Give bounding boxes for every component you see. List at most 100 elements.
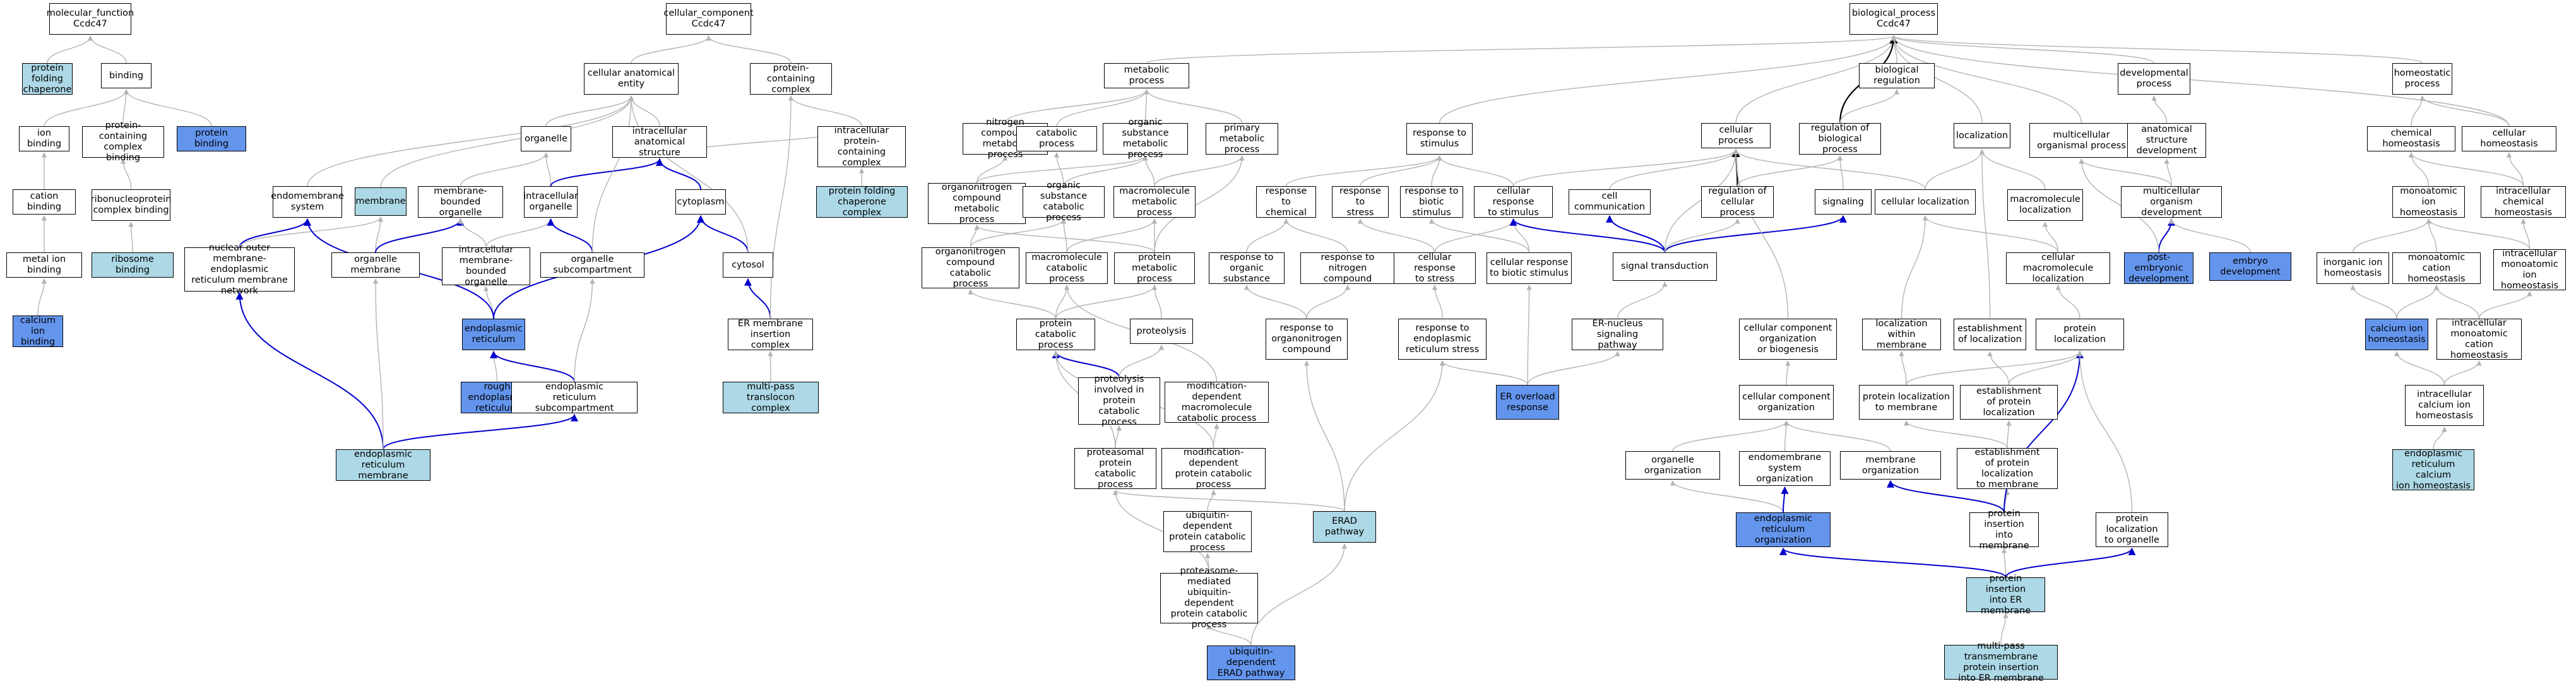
- go-term-node-ermic[interactable]: ER membrane insertion complex: [728, 319, 813, 350]
- go-term-node-estloc[interactable]: establishment of localization: [1954, 319, 2026, 350]
- go-term-node-mbo[interactable]: membrane-bounded organelle: [418, 186, 503, 218]
- go-term-node-oncmp[interactable]: organonitrogen compound metabolic proces…: [928, 182, 1026, 225]
- go-term-node-crts[interactable]: cellular response to stimulus: [1474, 186, 1553, 218]
- go-term-node-onccp[interactable]: organonitrogen compound catabolic proces…: [922, 247, 1019, 289]
- go-term-node-iionh[interactable]: intracellular monoatomic ion homeostasis: [2493, 249, 2566, 291]
- go-term-node-localization[interactable]: localization: [1954, 123, 2010, 148]
- go-term-node-rnpbind[interactable]: ribonucleoprotein complex binding: [91, 189, 171, 221]
- go-term-node-mdpcp[interactable]: modification-dependent protein catabolic…: [1161, 447, 1266, 490]
- go-term-node-protbind[interactable]: protein binding: [177, 126, 246, 151]
- go-term-node-er[interactable]: endoplasmic reticulum: [462, 319, 525, 350]
- go-term-node-endoorg[interactable]: endomembrane system organization: [1739, 451, 1831, 486]
- go-term-node-ionbind[interactable]: ion binding: [19, 126, 69, 151]
- go-term-node-mcp[interactable]: macromolecule catabolic process: [1026, 252, 1108, 284]
- go-term-node-cahomeo[interactable]: calcium ion homeostasis: [2365, 319, 2428, 350]
- go-term-node-protloc[interactable]: protein localization: [2036, 319, 2124, 350]
- go-term-node-catbind[interactable]: cation binding: [13, 189, 76, 215]
- go-term-node-crtstress[interactable]: cellular response to stress: [1394, 252, 1476, 284]
- go-term-node-pierm[interactable]: protein insertion into ER membrane: [1966, 574, 2045, 616]
- go-term-node-cellcomm[interactable]: cell communication: [1569, 189, 1651, 215]
- go-term-node-cae[interactable]: cellular anatomical entity: [584, 63, 679, 95]
- go-term-node-proteasomal[interactable]: proteasomal protein catabolic process: [1074, 447, 1156, 490]
- go-term-node-metbind[interactable]: metal ion binding: [6, 252, 82, 278]
- go-term-node-catab[interactable]: catabolic process: [1016, 126, 1097, 151]
- go-term-node-bioreg[interactable]: biological regulation: [1859, 63, 1935, 88]
- go-term-node-ersub[interactable]: endoplasmic reticulum subcompartment: [511, 382, 638, 413]
- go-term-node-rtonc[interactable]: response to organonitrogen compound: [1266, 319, 1348, 360]
- go-term-node-mptm[interactable]: multi-pass transmembrane protein inserti…: [1944, 641, 2058, 683]
- go-term-node-intraorg[interactable]: intracellular organelle: [523, 186, 578, 218]
- go-term-node-organelle[interactable]: organelle: [521, 126, 571, 151]
- go-term-node-pim[interactable]: protein insertion into membrane: [1969, 509, 2039, 551]
- go-term-node-rters[interactable]: response to endoplasmic reticulum stress: [1398, 319, 1487, 360]
- go-term-node-rts[interactable]: response to stimulus: [1406, 123, 1473, 155]
- go-term-node-embryo[interactable]: embryo development: [2209, 252, 2291, 281]
- go-term-node-cellhomeo[interactable]: cellular homeostasis: [2462, 126, 2556, 151]
- go-term-node-ernuc[interactable]: ER-nucleus signaling pathway: [1572, 319, 1663, 350]
- go-term-node-imch[interactable]: intracellular monoatomic cation homeosta…: [2437, 318, 2522, 360]
- go-term-node-bp[interactable]: biological_process Ccdc47: [1849, 3, 1938, 35]
- go-term-node-pccbind[interactable]: protein-containing complex binding: [82, 121, 164, 163]
- go-term-node-sigtrans[interactable]: signal transduction: [1613, 252, 1717, 281]
- go-term-node-epltm[interactable]: establishment of protein localization to…: [1957, 447, 2058, 490]
- go-term-node-cellproc[interactable]: cellular process: [1701, 123, 1771, 148]
- go-term-node-pmp[interactable]: primary metabolic process: [1206, 123, 1278, 155]
- go-term-node-ercah[interactable]: endoplasmic reticulum calcium ion homeos…: [2392, 449, 2474, 491]
- go-term-node-pfcc[interactable]: protein folding chaperone complex: [816, 186, 908, 218]
- go-term-node-ipcc[interactable]: intracellular protein-containing complex: [817, 126, 906, 168]
- go-term-node-mptc[interactable]: multi-pass translocon complex: [723, 382, 819, 413]
- go-term-node-devproc[interactable]: developmental process: [2118, 63, 2190, 95]
- go-term-node-plto[interactable]: protein localization to organelle: [2096, 512, 2168, 547]
- go-term-node-rtstress[interactable]: response to stress: [1332, 186, 1389, 218]
- go-term-node-oscp[interactable]: organic substance catabolic process: [1023, 180, 1105, 223]
- go-term-node-imbo[interactable]: intracellular membrane-bounded organelle: [442, 245, 530, 287]
- go-term-node-rtc[interactable]: response to chemical: [1256, 186, 1316, 218]
- go-term-node-ribobind[interactable]: ribosome binding: [92, 252, 174, 278]
- go-term-node-osmp[interactable]: organic substance metabolic process: [1103, 117, 1188, 160]
- go-term-node-mmloc[interactable]: macromolecule localization: [2007, 189, 2083, 221]
- go-term-node-homeo[interactable]: homeostatic process: [2392, 63, 2452, 95]
- go-term-node-udpcp[interactable]: ubiquitin-dependent protein catabolic pr…: [1163, 510, 1252, 553]
- go-term-node-erad[interactable]: ERAD pathway: [1313, 511, 1376, 543]
- go-term-node-orgsub[interactable]: organelle subcompartment: [540, 252, 644, 278]
- go-term-node-icaih[interactable]: intracellular calcium ion homeostasis: [2405, 385, 2484, 426]
- go-term-node-pcc[interactable]: protein-containing complex: [750, 63, 832, 95]
- go-term-node-orgorg[interactable]: organelle organization: [1625, 451, 1720, 480]
- go-term-node-erorg[interactable]: endoplasmic reticulum organization: [1736, 512, 1831, 547]
- go-term-node-binding[interactable]: binding: [101, 63, 151, 88]
- go-term-node-erm[interactable]: endoplasmic reticulum membrane: [336, 449, 430, 481]
- go-term-node-nuclouter[interactable]: nuclear outer membrane-endoplasmic retic…: [184, 243, 295, 296]
- go-term-node-ccob[interactable]: cellular component organization or bioge…: [1739, 319, 1837, 360]
- go-term-node-epl[interactable]: establishment of protein localization: [1960, 385, 2058, 420]
- go-term-node-monocat[interactable]: monoatomic cation homeostasis: [2392, 252, 2481, 284]
- go-term-node-cc[interactable]: cellular_component Ccdc47: [663, 3, 754, 35]
- go-term-node-mf[interactable]: molecular_function Ccdc47: [47, 3, 134, 35]
- go-term-node-eror[interactable]: ER overload response: [1496, 385, 1559, 420]
- go-term-node-pfchap[interactable]: protein folding chaperone: [22, 62, 73, 95]
- go-term-node-rtbs[interactable]: response to biotic stimulus: [1400, 186, 1463, 218]
- go-term-node-inorg[interactable]: inorganic ion homeostasis: [2317, 252, 2389, 284]
- go-term-node-cabind[interactable]: calcium ion binding: [13, 315, 63, 347]
- go-term-node-rtnc[interactable]: response to nitrogen compound: [1300, 252, 1395, 284]
- go-term-node-pcp[interactable]: protein catabolic process: [1016, 319, 1095, 350]
- go-term-node-cco[interactable]: cellular component organization: [1739, 385, 1834, 420]
- go-term-node-ias[interactable]: intracellular anatomical structure: [612, 126, 707, 158]
- go-term-node-memorg[interactable]: membrane organization: [1840, 451, 1941, 480]
- go-term-node-uderad[interactable]: ubiquitin-dependent ERAD pathway: [1207, 646, 1295, 680]
- go-term-node-chemhomeo[interactable]: chemical homeostasis: [2367, 126, 2455, 151]
- go-term-node-icch[interactable]: intracellular chemical homeostasis: [2481, 186, 2566, 218]
- go-term-node-monoion[interactable]: monoatomic ion homeostasis: [2392, 186, 2465, 218]
- go-term-node-mod[interactable]: multicellular organism development: [2121, 186, 2222, 218]
- go-term-node-membrane[interactable]: membrane: [355, 187, 407, 216]
- go-term-node-cellloc[interactable]: cellular localization: [1875, 189, 1976, 215]
- go-term-node-crtbs[interactable]: cellular response to biotic stimulus: [1487, 252, 1572, 284]
- go-term-node-signaling[interactable]: signaling: [1815, 189, 1872, 215]
- go-term-node-protmp[interactable]: protein metabolic process: [1114, 252, 1195, 284]
- go-term-node-cytoplasm[interactable]: cytoplasm: [675, 189, 726, 215]
- go-term-node-multiorg[interactable]: multicellular organismal process: [2029, 123, 2134, 158]
- go-term-node-regbp[interactable]: regulation of biological process: [1799, 123, 1881, 155]
- go-term-node-locwm[interactable]: localization within membrane: [1862, 319, 1941, 350]
- go-term-node-mdmcp[interactable]: modification-dependent macromolecule cat…: [1165, 381, 1269, 423]
- go-term-node-ped[interactable]: post-embryonic development: [2124, 252, 2193, 284]
- go-term-node-rtos[interactable]: response to organic substance: [1209, 252, 1285, 284]
